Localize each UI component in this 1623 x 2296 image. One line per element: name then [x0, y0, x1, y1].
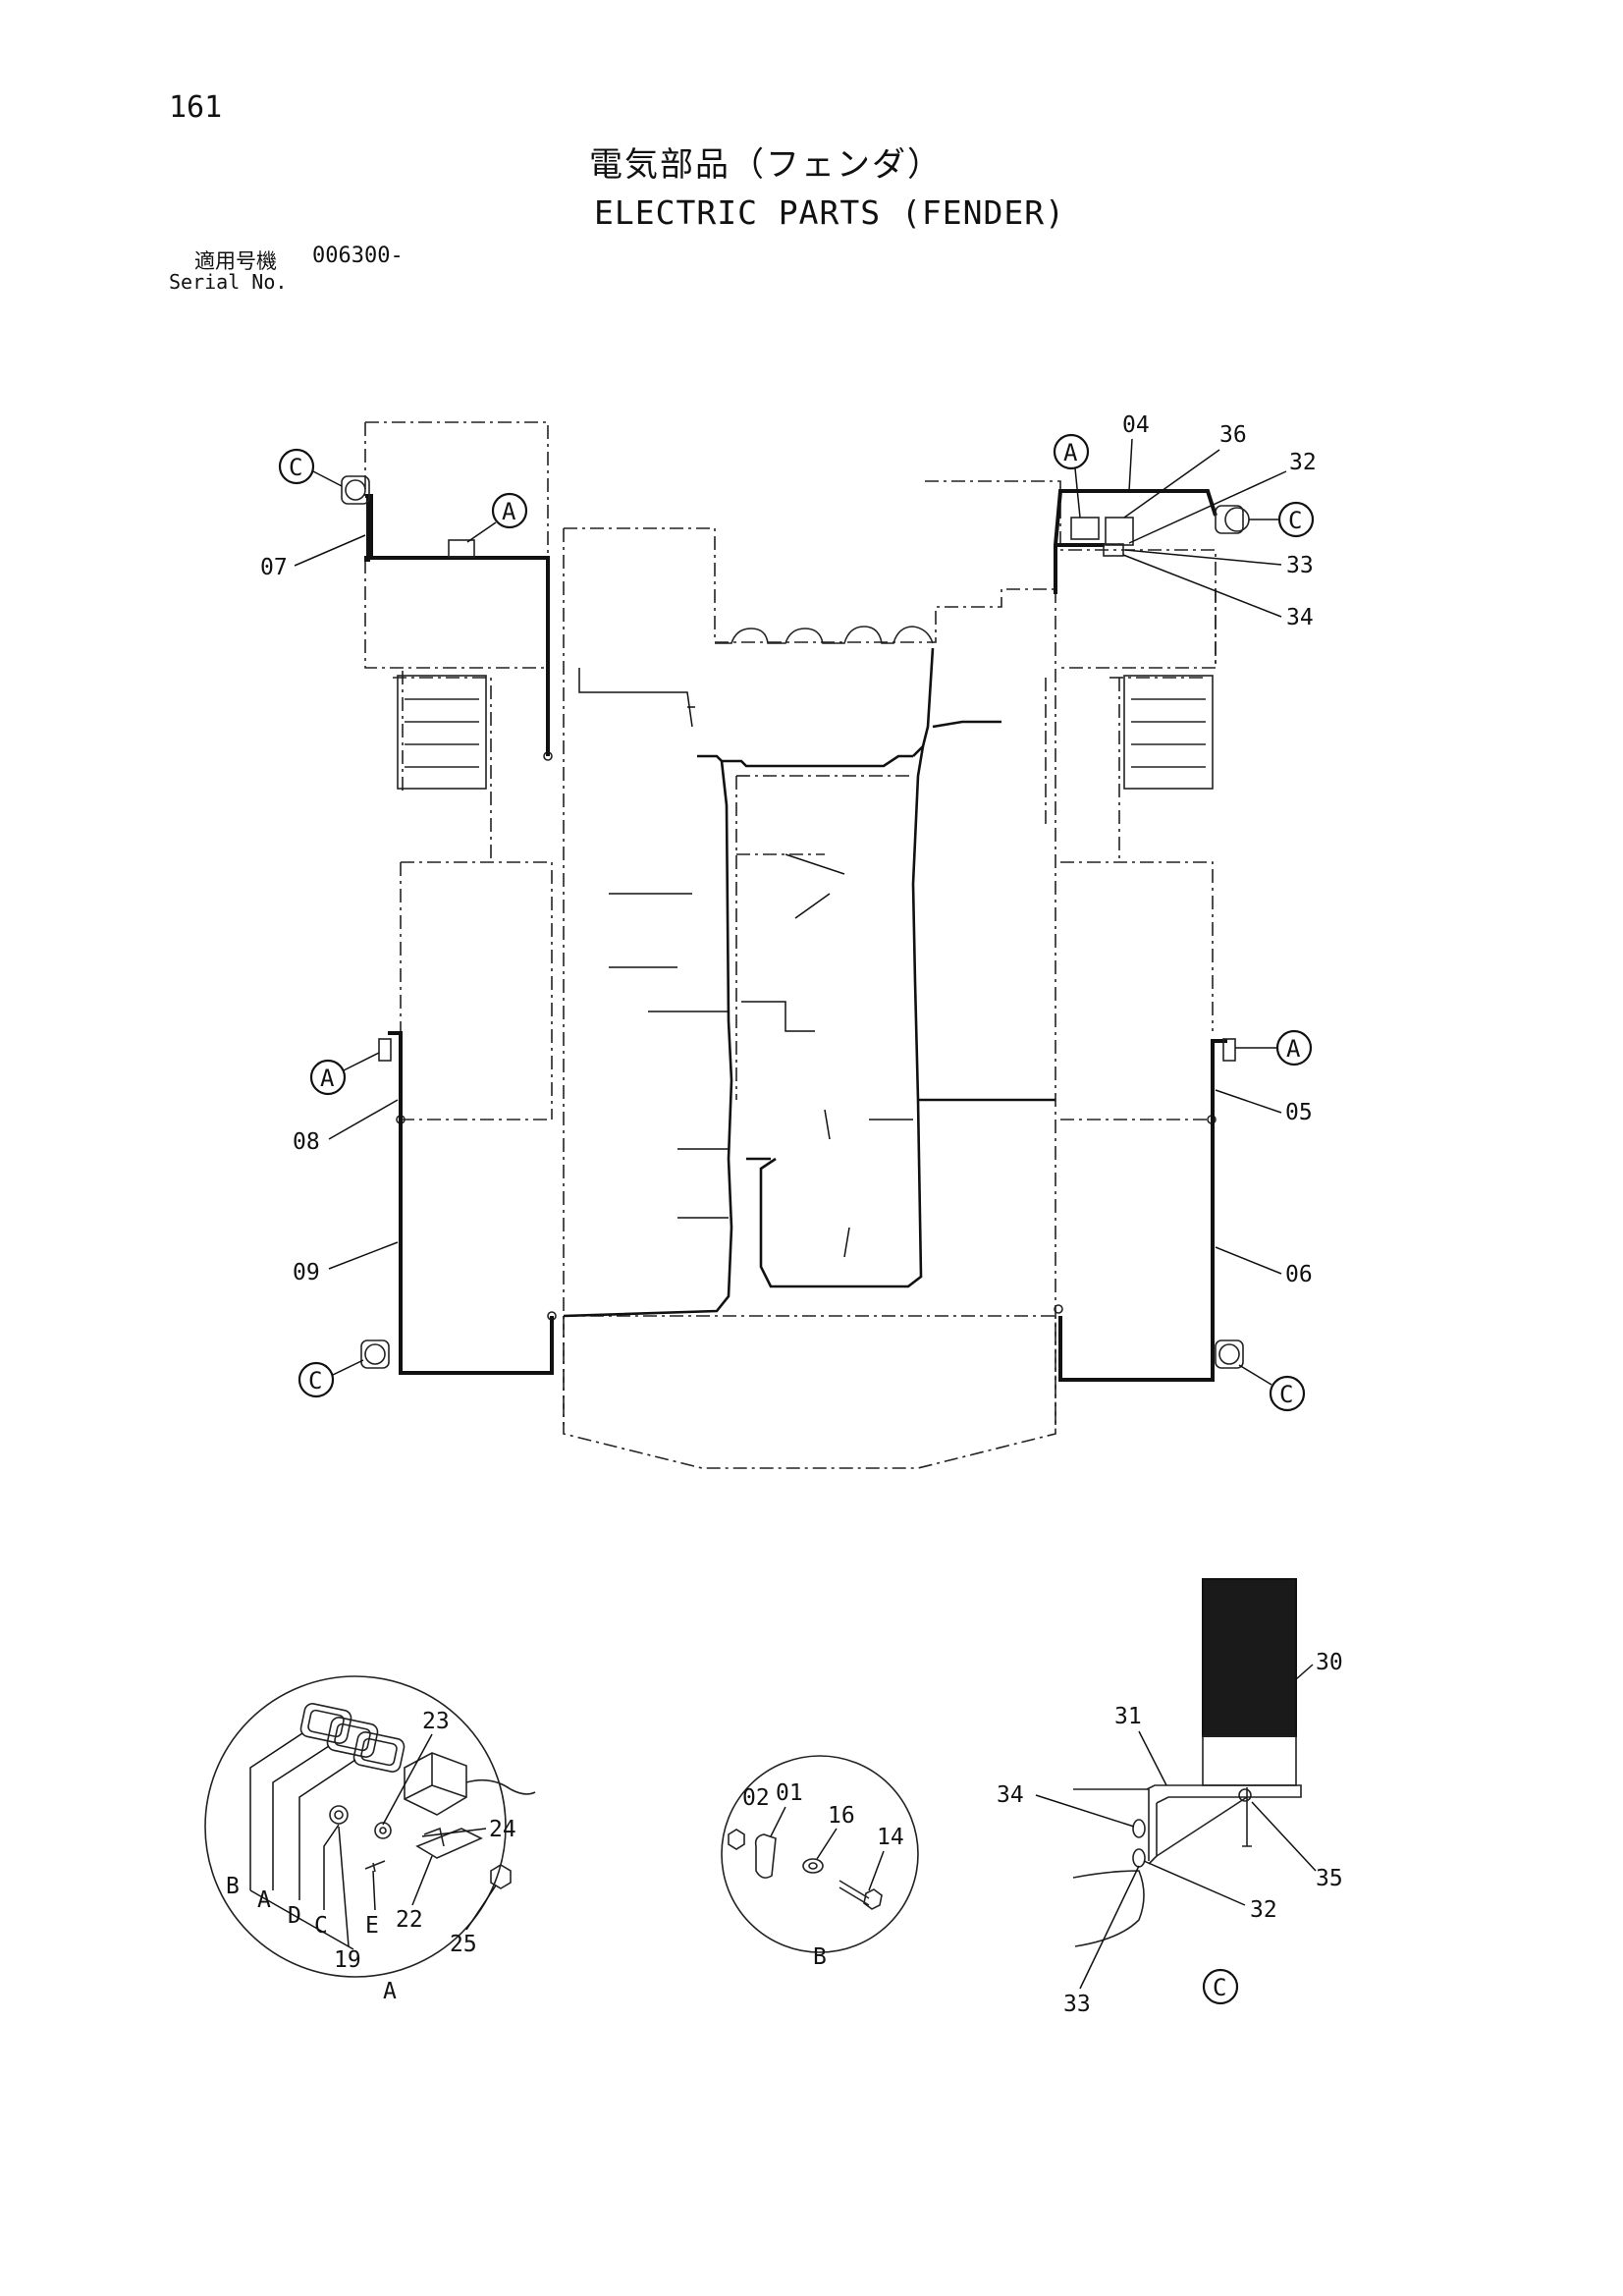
callout-c-bottom-left: C	[298, 1359, 364, 1398]
detail-c-caption: C	[1213, 1974, 1226, 2001]
label-33-detail: 33	[1063, 1992, 1091, 2017]
svg-text:A: A	[320, 1065, 335, 1092]
label-36: 36	[1219, 422, 1247, 448]
detail-b: 02 01 16 14 B	[721, 1755, 919, 1970]
engine-cover-profile	[715, 626, 934, 644]
serial-label-japanese: 適用号機	[194, 249, 277, 273]
callout-a-left: A	[309, 1052, 380, 1096]
callout-a-right: A	[1235, 1029, 1313, 1066]
connectors	[378, 517, 1236, 1062]
label-07: 07	[260, 555, 288, 580]
detail-a-letter-b: B	[226, 1874, 240, 1899]
callout-a-top-right: A	[1053, 433, 1090, 519]
label-30: 30	[1316, 1650, 1343, 1675]
label-24: 24	[489, 1817, 516, 1842]
svg-text:A: A	[1286, 1035, 1301, 1063]
detail-a-letter-c: C	[314, 1913, 328, 1939]
detail-c: 30 31 34 35 32 33 C	[997, 1578, 1343, 2017]
callout-c-top-right: C	[1249, 501, 1315, 538]
label-35: 35	[1316, 1866, 1343, 1891]
harness-04	[1054, 489, 1217, 594]
page-title-english: ELECTRIC PARTS (FENDER)	[594, 193, 1065, 232]
callout-c-bottom-right: C	[1238, 1364, 1306, 1412]
label-01: 01	[776, 1780, 803, 1806]
page-number: 161	[169, 90, 223, 125]
label-02: 02	[742, 1785, 770, 1811]
serial-number-value: 006300-	[312, 244, 404, 268]
label-14: 14	[877, 1825, 904, 1850]
serial-label-english: Serial No.	[169, 270, 288, 294]
detail-a-letter-a: A	[257, 1887, 271, 1913]
label-23: 23	[422, 1709, 450, 1734]
callout-a-top-left: A	[466, 492, 528, 543]
label-16: 16	[828, 1803, 855, 1829]
label-19: 19	[334, 1947, 361, 1973]
detail-a: B A D C E 23 24 22 19 25 A	[204, 1675, 536, 2004]
label-08: 08	[293, 1129, 320, 1155]
harness-08-09	[388, 1031, 554, 1375]
svg-text:C: C	[1279, 1381, 1293, 1408]
work-lights	[341, 475, 1250, 1369]
svg-text:C: C	[308, 1367, 322, 1394]
label-33-top: 33	[1286, 553, 1314, 578]
svg-text:A: A	[502, 498, 516, 525]
label-25: 25	[450, 1932, 477, 1957]
detail-a-letter-e: E	[365, 1913, 379, 1939]
harness-05-06	[1058, 1039, 1227, 1382]
label-34-top: 34	[1286, 605, 1314, 630]
label-09: 09	[293, 1260, 320, 1285]
detail-a-letter-d: D	[288, 1903, 301, 1929]
label-34-detail: 34	[997, 1782, 1024, 1808]
detail-b-caption: B	[813, 1944, 827, 1970]
svg-text:A: A	[1063, 439, 1078, 466]
left-roller-stack	[397, 675, 487, 790]
svg-text:C: C	[289, 454, 302, 481]
svg-text:C: C	[1288, 507, 1302, 534]
label-06: 06	[1285, 1262, 1313, 1287]
label-31: 31	[1114, 1704, 1142, 1729]
label-05: 05	[1285, 1100, 1313, 1125]
harness-07	[364, 494, 550, 756]
main-harness	[396, 647, 1217, 1321]
label-04: 04	[1122, 412, 1150, 438]
page-title-japanese: 電気部品（フェンダ）	[589, 145, 943, 185]
label-22: 22	[396, 1907, 423, 1933]
main-part-labels: 07 04 36 32 33 34 08 09 05 06	[260, 412, 1317, 1287]
label-32-top: 32	[1289, 450, 1317, 475]
detail-a-caption: A	[383, 1979, 397, 2004]
right-roller-stack	[1123, 675, 1214, 790]
callout-c-top-left: C	[278, 448, 343, 487]
machine-outline	[364, 421, 1217, 1469]
label-32-detail: 32	[1250, 1897, 1277, 1923]
